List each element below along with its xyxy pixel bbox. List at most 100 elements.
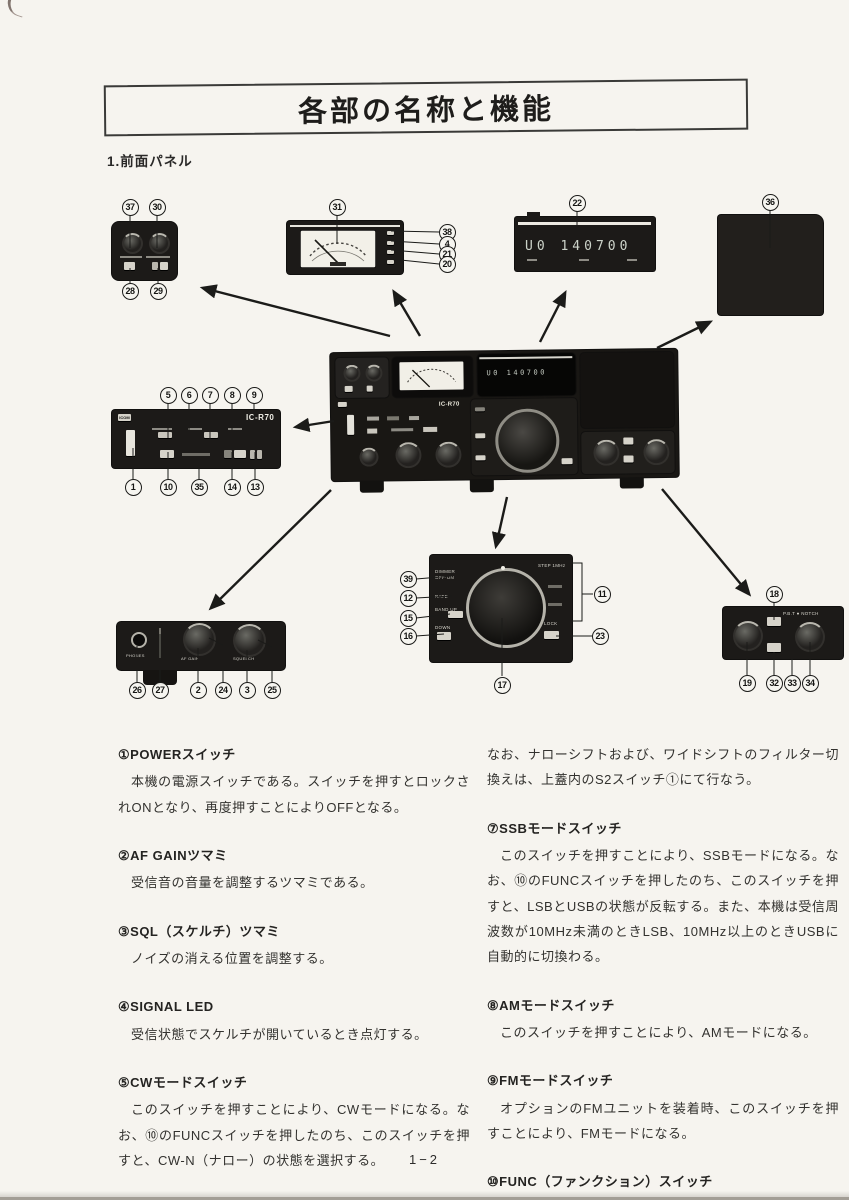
page-title-box: 各部の名称と機能 [103, 78, 749, 137]
callout-number-35: 35 [190, 478, 208, 496]
pbt-notch-label: P.B.T ● NOTCH [783, 611, 819, 616]
manual-item: ④SIGNAL LED 受信状態でスケルチが開いているとき点灯する。 [118, 994, 470, 1047]
section-heading: 1.前面パネル [107, 154, 193, 169]
callout-number-37: 37 [121, 198, 139, 216]
dial-down-label: DOWN [435, 625, 451, 630]
callout-number-2: 2 [189, 681, 207, 699]
item-body: オプションのFMユニットを装着時、このスイッチを押すことにより、FMモードになる… [487, 1100, 839, 1142]
callout-number-23: 23 [591, 627, 609, 645]
callout-number-30: 30 [148, 198, 166, 216]
item-heading: ④SIGNAL LED [118, 999, 214, 1015]
callout-panel-display: U0 140700 [515, 212, 655, 271]
callout-number-10: 10 [159, 478, 177, 496]
callout-number-24: 24 [214, 681, 232, 699]
callout-number-31: 31 [328, 198, 346, 216]
callout-number-3: 3 [238, 681, 256, 699]
switch-icon [124, 262, 135, 270]
callout-panel-pbt-notch: P.B.T ● NOTCH [723, 607, 843, 659]
radio-speaker-area [580, 351, 675, 429]
frequency-display: U0 140700 [525, 239, 632, 254]
callout-number-17: 17 [493, 676, 511, 694]
item-body: このスイッチを押すことにより、SSBモードになる。なお、⑩のFUNCスイッチを押… [487, 848, 839, 965]
power-switch-icon [346, 414, 355, 435]
phones-label: PHONES [126, 653, 145, 658]
band-down-button-icon [437, 632, 451, 640]
callout-number-22: 22 [568, 194, 586, 212]
callout-number-16: 16 [399, 627, 417, 645]
item-heading: ⑧AMモードスイッチ [487, 997, 615, 1013]
callout-panel-meter [287, 221, 403, 274]
item-body: このスイッチを押すことにより、CWモードになる。なお、⑩のFUNCスイッチを押し… [118, 1102, 470, 1169]
manual-column-right: なお、ナローシフトおよび、ワイドシフトのフィルター切換えは、上蓋内のS2スイッチ… [487, 742, 839, 1200]
icom-logo: ICOM [118, 414, 131, 421]
model-label: IC-R70 [438, 401, 460, 408]
led-icon [387, 241, 394, 245]
callout-number-25: 25 [263, 681, 281, 699]
manual-item: ⑨FMモードスイッチ オプションのFMユニットを装着時、このスイッチを押すことに… [487, 1068, 839, 1146]
callout-number-13: 13 [246, 478, 264, 496]
dial-lock-label: LOCK [544, 621, 558, 626]
func-button-icon [160, 450, 174, 458]
callout-number-18: 18 [765, 585, 783, 603]
callout-number-9: 9 [245, 386, 263, 404]
item-body: ノイズの消える位置を調整する。 [131, 951, 333, 967]
switch-icon [152, 262, 158, 270]
item-heading: ⑦SSBモードスイッチ [487, 820, 622, 836]
item-body: このスイッチを押すことにより、AMモードになる。 [500, 1025, 817, 1041]
item-body: 受信状態でスケルチが開いているとき点灯する。 [131, 1026, 428, 1042]
item-heading: ②AF GAINツマミ [118, 848, 228, 864]
lock-button-icon [544, 631, 559, 639]
callout-number-8: 8 [223, 386, 241, 404]
callout-number-12: 12 [399, 589, 417, 607]
radio-front-panel: U0 140700 IC-R70 [330, 348, 679, 493]
squelch-label: SQUELCH [233, 656, 255, 661]
callout-panel-af: PHONES AF GAIN SQUELCH [117, 622, 285, 685]
item-heading: ③SQL（スケルチ）ツマミ [118, 923, 280, 939]
callout-panel-dial: DIMMER OFF·ON RATE BAND UP DOWN STEP 1MH… [430, 555, 572, 662]
switch-icon [767, 617, 781, 626]
callout-number-14: 14 [223, 478, 241, 496]
scan-bottom-line [0, 1197, 849, 1200]
manual-item: ①POWERスイッチ 本機の電源スイッチである。スイッチを押すとロックされONと… [118, 742, 470, 820]
tuning-dial-icon [494, 408, 560, 474]
callout-number-27: 27 [151, 681, 169, 699]
af-gain-knob-icon [183, 623, 216, 656]
led-icon [387, 250, 394, 254]
callout-number-34: 34 [801, 674, 819, 692]
dial-dimmer-label: DIMMER OFF·ON [435, 569, 456, 580]
callout-number-33: 33 [783, 674, 801, 692]
squelch-knob-icon [233, 624, 266, 657]
dial-bandup-label: BAND UP [435, 607, 458, 612]
model-label: IC-R70 [246, 413, 275, 422]
item-heading: ⑤CWモードスイッチ [118, 1075, 248, 1091]
switch-icon [160, 262, 168, 270]
manual-item: ⑧AMモードスイッチ このスイッチを押すことにより、AMモードになる。 [487, 993, 839, 1046]
callout-number-20: 20 [438, 255, 456, 273]
scan-artifact [4, 0, 27, 18]
tuning-dial-icon [466, 568, 546, 648]
switch-icon [767, 643, 781, 652]
callout-number-28: 28 [121, 282, 139, 300]
page-title: 各部の名称と機能 [297, 93, 555, 128]
knob-icon [149, 233, 170, 254]
manual-item: なお、ナローシフトおよび、ワイドシフトのフィルター切換えは、上蓋内のS2スイッチ… [487, 742, 839, 793]
item-heading: ⑨FMモードスイッチ [487, 1073, 614, 1089]
item-heading: ①POWERスイッチ [118, 747, 236, 762]
manual-item: ②AF GAINツマミ 受信音の音量を調整するツマミである。 [118, 843, 470, 896]
item-body: 本機の電源スイッチである。スイッチを押すとロックされONとなり、再度押すことによ… [118, 774, 470, 815]
dial-step-label: STEP 1MHz [538, 563, 566, 568]
manual-item: ③SQL（スケルチ）ツマミ ノイズの消える位置を調整する。 [118, 919, 470, 972]
callout-number-11: 11 [593, 585, 611, 603]
meter-face-icon [300, 230, 376, 268]
page-number: 1−2 [408, 1152, 441, 1167]
callout-number-5: 5 [159, 386, 177, 404]
manual-item: ⑩FUNC（ファンクション）スイッチ 他のスイッチと組合わせ操作により、下表のよ… [487, 1169, 839, 1200]
notch-knob-icon [795, 622, 825, 652]
dial-rate-label: RATE [435, 594, 448, 599]
callout-number-19: 19 [738, 674, 756, 692]
radio-pbt-area [581, 430, 675, 475]
callout-number-26: 26 [128, 681, 146, 699]
knob-icon [122, 233, 143, 254]
led-icon [387, 260, 394, 264]
